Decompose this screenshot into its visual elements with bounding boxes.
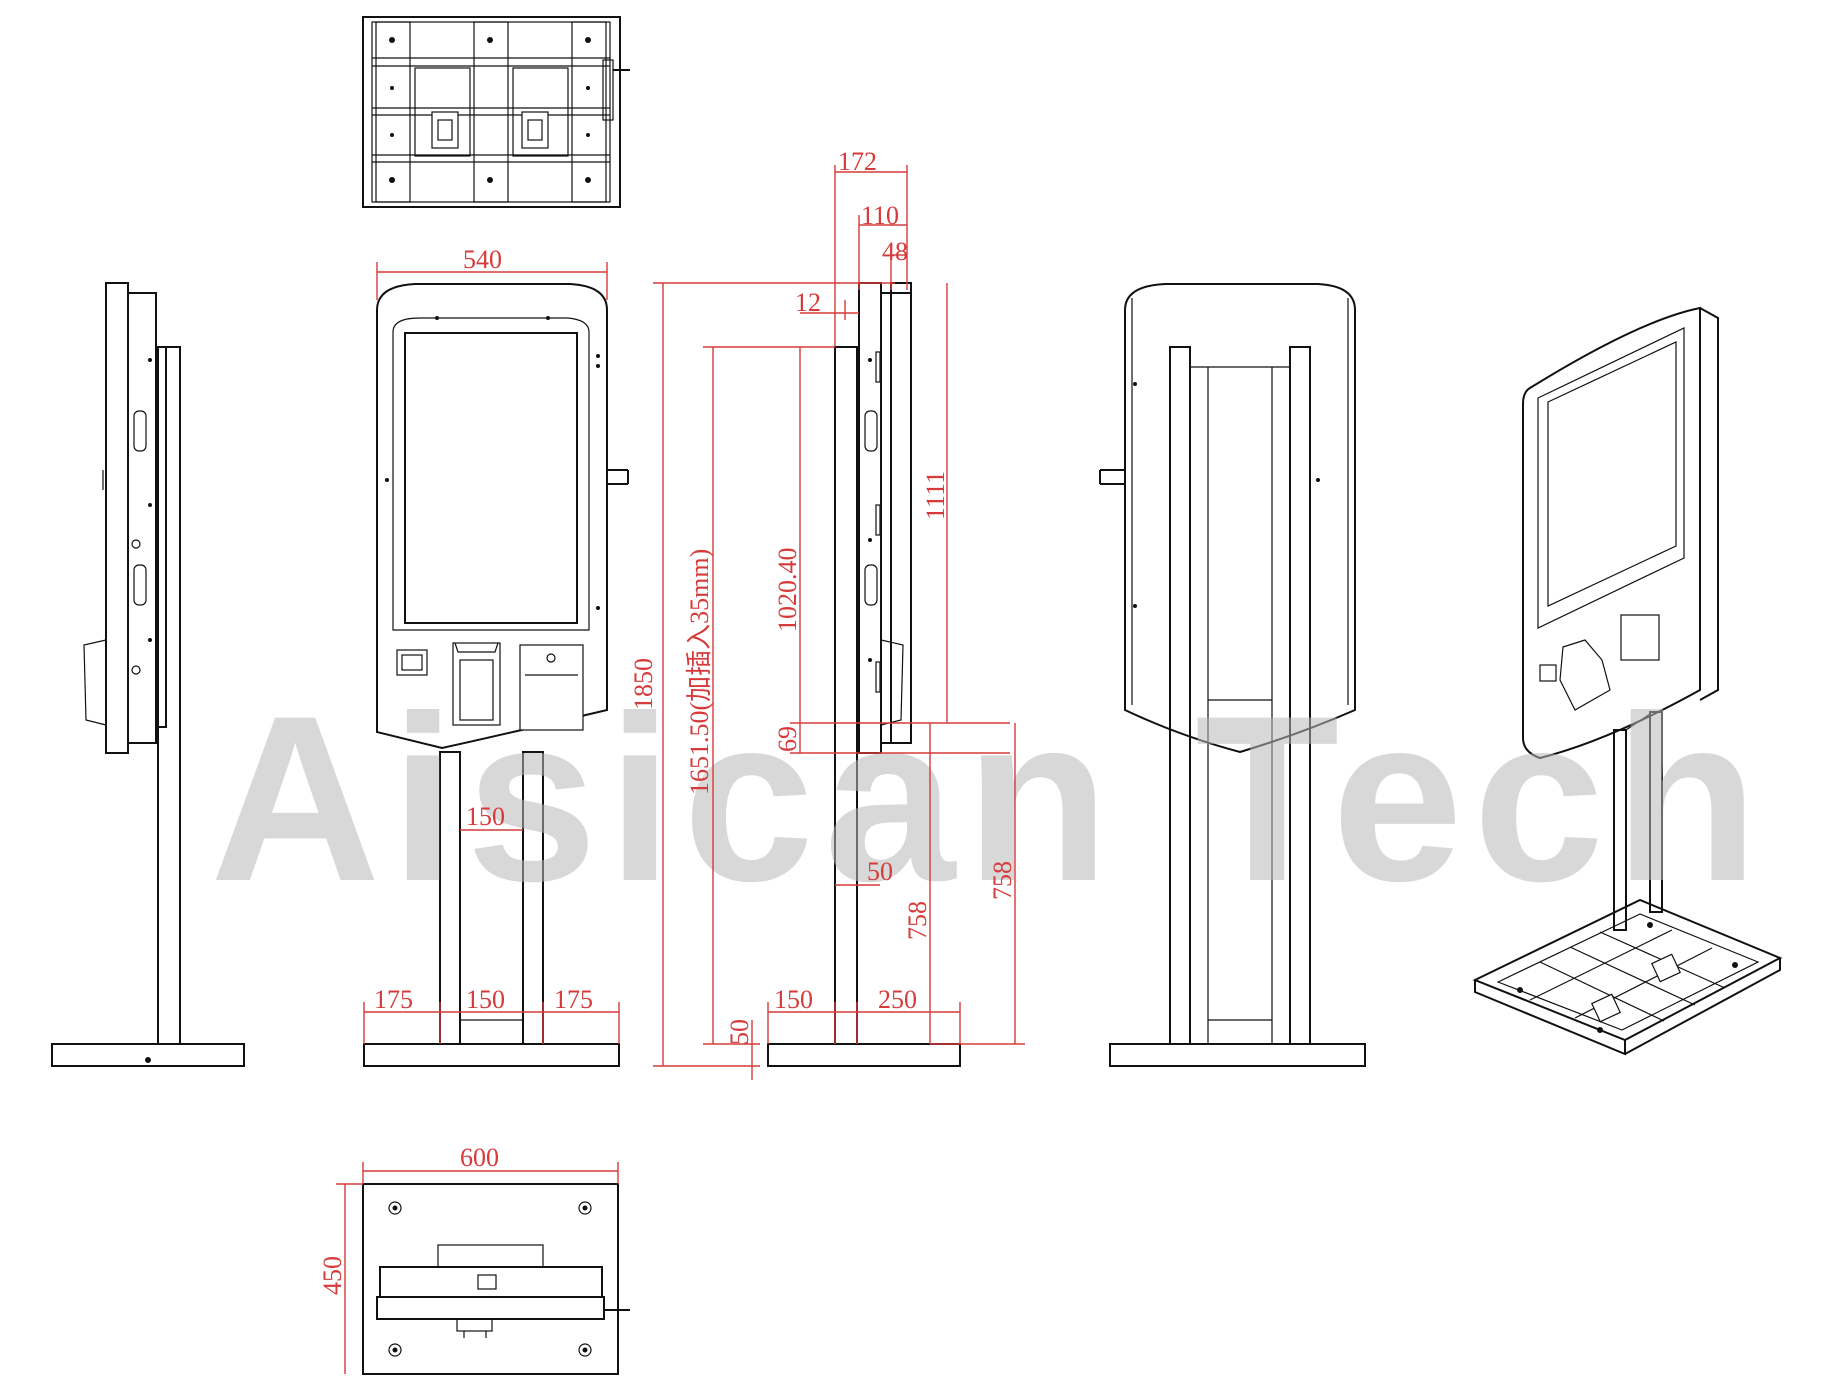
left-side-view [51,282,245,1067]
dim-48: 48 [882,237,908,266]
dim-175-right: 175 [554,985,593,1014]
dim-110: 110 [861,201,899,230]
dim-150-neck: 150 [466,802,505,831]
dim-1850: 1850 [629,658,658,710]
dim-250: 250 [878,985,917,1014]
front-view [363,283,629,1067]
dim-1651-50: 1651.50(加插入35mm) [685,549,714,795]
dim-758-b: 758 [988,861,1017,900]
dim-150-center: 150 [466,985,505,1014]
dim-50-base: 50 [725,1019,754,1045]
dim-758-a: 758 [903,901,932,940]
rear-view [1099,283,1366,1067]
dim-69: 69 [773,726,802,752]
dim-150-side: 150 [774,985,813,1014]
dimension-lines [336,165,1025,1374]
dim-600: 600 [460,1143,499,1172]
dim-12: 12 [795,288,821,317]
dim-540: 540 [463,245,502,274]
isometric-view [1472,306,1783,1056]
dim-172: 172 [838,147,877,176]
dimension-labels: 172 110 48 12 540 1111 1850 1651.50(加插入3… [318,147,1017,1295]
dim-450: 450 [318,1256,347,1295]
dim-1111: 1111 [921,471,950,520]
dim-1020-40: 1020.40 [773,548,802,633]
top-view [362,16,630,208]
dim-50-post: 50 [867,857,893,886]
dim-175-left: 175 [374,985,413,1014]
bottom-plan-view [362,1183,630,1375]
watermark-text: Aisican Tech [210,667,1768,931]
